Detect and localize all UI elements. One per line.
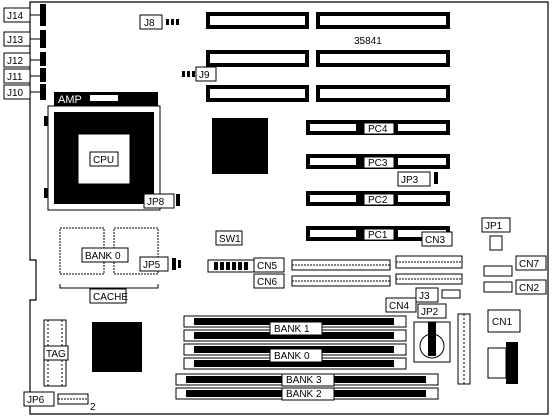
cpu-socket: AMP CPU bbox=[44, 92, 161, 211]
jp8-jumper: JP8 bbox=[143, 193, 180, 209]
j3-jumper: J3 bbox=[415, 287, 461, 303]
pc-slots: PC4 PC3 PC2 PC1 bbox=[306, 120, 450, 241]
sw1-dip-switch: SW1 bbox=[207, 230, 255, 273]
jp1-jumper: JP1 bbox=[481, 217, 511, 251]
j9-jumper: J9 bbox=[182, 66, 217, 82]
j14-label: J14 bbox=[7, 11, 24, 22]
board-outline bbox=[29, 1, 549, 415]
pc-slot-label: PC3 bbox=[368, 158, 388, 169]
j11-header: J11 bbox=[3, 68, 46, 84]
j13-header: J13 bbox=[3, 30, 46, 48]
jp1-label: JP1 bbox=[485, 221, 503, 232]
j12-label: J12 bbox=[7, 56, 24, 67]
j12-header: J12 bbox=[3, 52, 46, 68]
cn4-label: CN4 bbox=[389, 301, 409, 312]
cn1-label: CN1 bbox=[492, 317, 512, 328]
simm-banks: BANK 1 BANK 0 BANK 3 BANK 2 bbox=[175, 315, 439, 401]
chipset-2 bbox=[92, 322, 142, 372]
j9-label: J9 bbox=[199, 70, 210, 81]
simm-bank-label: BANK 3 bbox=[286, 375, 322, 386]
chipset-1 bbox=[212, 118, 268, 174]
cn5-label: CN5 bbox=[257, 261, 277, 272]
left-headers: J14 J13 J12 J11 J10 bbox=[3, 4, 46, 100]
jp2-label: JP2 bbox=[421, 307, 439, 318]
cn4-connector: CN4 bbox=[385, 273, 463, 313]
j10-label: J10 bbox=[7, 88, 24, 99]
j3-label: J3 bbox=[419, 291, 430, 302]
jp3-label: JP3 bbox=[401, 175, 419, 186]
cn7-connector: CN7 bbox=[483, 255, 547, 277]
tag-chip: TAG bbox=[43, 319, 69, 387]
cn3-label: CN3 bbox=[425, 235, 445, 246]
jp5-jumper: JP5 bbox=[139, 256, 181, 272]
pc-slot-label: PC4 bbox=[368, 124, 388, 135]
tag-label: TAG bbox=[46, 349, 66, 360]
simm-bank-label: BANK 1 bbox=[274, 324, 310, 335]
board-number: 35841 bbox=[354, 36, 382, 47]
simm-bank-label: BANK 2 bbox=[286, 389, 322, 400]
jp8-label: JP8 bbox=[147, 197, 165, 208]
sw1-label: SW1 bbox=[219, 234, 241, 245]
j8-label: J8 bbox=[144, 18, 155, 29]
right-vertical-header bbox=[457, 313, 471, 385]
j10-header: J10 bbox=[3, 84, 46, 100]
cn2-connector: CN2 bbox=[483, 279, 547, 295]
j13-label: J13 bbox=[7, 35, 24, 46]
cn5-connector: CN5 bbox=[253, 257, 391, 273]
j8-jumper: J8 bbox=[139, 14, 179, 30]
isa-slots bbox=[206, 12, 450, 102]
cache-bank-label: BANK 0 bbox=[85, 251, 121, 262]
cn6-label: CN6 bbox=[257, 277, 277, 288]
pc-slot-label: PC1 bbox=[368, 230, 388, 241]
jp2-battery: JP2 bbox=[413, 303, 451, 363]
cpu-label: CPU bbox=[93, 155, 114, 166]
cn3-connector: CN3 bbox=[395, 231, 463, 269]
jp6-label: JP6 bbox=[27, 395, 45, 406]
cn1-connector: CN1 bbox=[487, 309, 521, 384]
cn6-connector: CN6 bbox=[253, 273, 391, 289]
cn2-label: CN2 bbox=[519, 283, 539, 294]
j11-label: J11 bbox=[7, 72, 23, 83]
pc-slot-label: PC2 bbox=[368, 195, 388, 206]
cn7-label: CN7 bbox=[519, 259, 539, 270]
cache-label: CACHE bbox=[93, 292, 128, 303]
jp5-label: JP5 bbox=[143, 260, 161, 271]
j14-header: J14 bbox=[3, 4, 46, 26]
amp-label: AMP bbox=[58, 94, 82, 106]
simm-bank-label: BANK 0 bbox=[274, 351, 310, 362]
jp6-pin-label: 2 bbox=[90, 402, 96, 413]
jp6-jumper: JP6 2 bbox=[23, 391, 96, 413]
jp3-jumper: JP3 bbox=[397, 171, 438, 187]
